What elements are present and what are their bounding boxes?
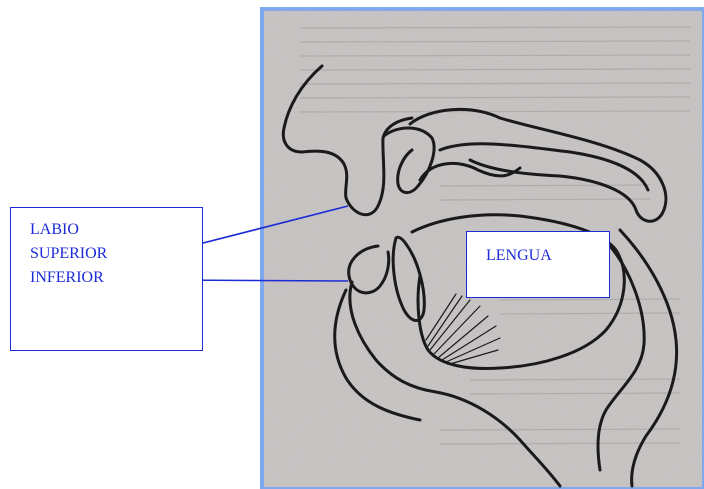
inferior-label: INFERIOR — [30, 268, 104, 288]
lengua-label: LENGUA — [486, 246, 552, 266]
superior-label: SUPERIOR — [30, 244, 107, 264]
labio-label: LABIO — [30, 220, 79, 240]
